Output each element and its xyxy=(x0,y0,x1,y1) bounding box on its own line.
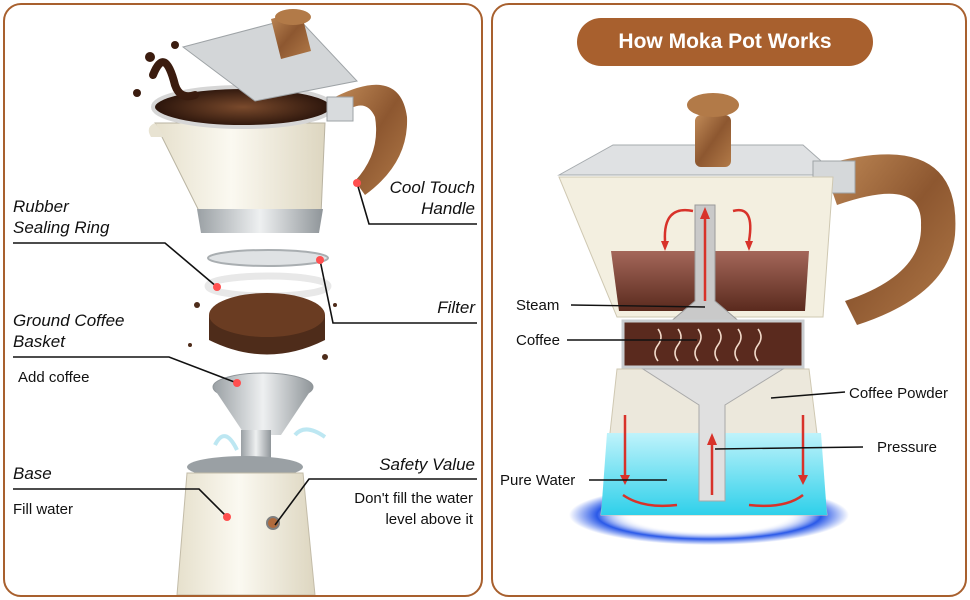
lid xyxy=(181,9,358,102)
label-coffee: Coffee xyxy=(516,332,560,349)
label-coffee-powder: Coffee Powder xyxy=(849,385,948,402)
label-water-level-note: Don't fill the water level above it xyxy=(354,490,473,528)
handle xyxy=(812,154,956,325)
label-base: Base xyxy=(13,464,52,483)
coffee-puck xyxy=(188,293,337,360)
callout-points xyxy=(213,179,361,521)
cutaway-pot-illustration xyxy=(557,93,956,545)
label-steam: Steam xyxy=(516,297,560,314)
label-cool-touch-handle: Cool Touch Handle xyxy=(389,178,475,218)
flow-arrows xyxy=(622,208,805,508)
boiler-base xyxy=(176,427,327,595)
label-add-coffee: Add coffee xyxy=(18,369,90,386)
funnel xyxy=(641,368,785,502)
rubber-sealing-ring xyxy=(204,272,332,300)
safety-valve xyxy=(266,516,280,530)
exploded-pot-illustration xyxy=(13,9,477,595)
label-pressure: Pressure xyxy=(877,439,938,456)
label-ground-coffee-basket: Ground Coffee Basket xyxy=(13,311,125,351)
exploded-view-panel: Rubber Sealing Ring Ground Coffee Basket… xyxy=(3,3,483,597)
leader-lines xyxy=(13,182,477,526)
filter-plate xyxy=(207,249,329,267)
handle xyxy=(326,84,408,195)
lid xyxy=(557,93,839,176)
label-safety-value: Safety Value xyxy=(379,455,475,474)
label-filter: Filter xyxy=(437,298,475,317)
label-pure-water: Pure Water xyxy=(500,472,576,489)
label-rubber-sealing-ring: Rubber Sealing Ring xyxy=(13,197,110,237)
how-it-works-panel: How Moka Pot Works xyxy=(491,3,967,597)
label-fill-water: Fill water xyxy=(13,501,74,518)
panel-title: How Moka Pot Works xyxy=(577,18,873,66)
coffee-basket-band xyxy=(621,319,805,369)
upper-chamber xyxy=(133,41,335,233)
leader-lines xyxy=(567,304,864,481)
